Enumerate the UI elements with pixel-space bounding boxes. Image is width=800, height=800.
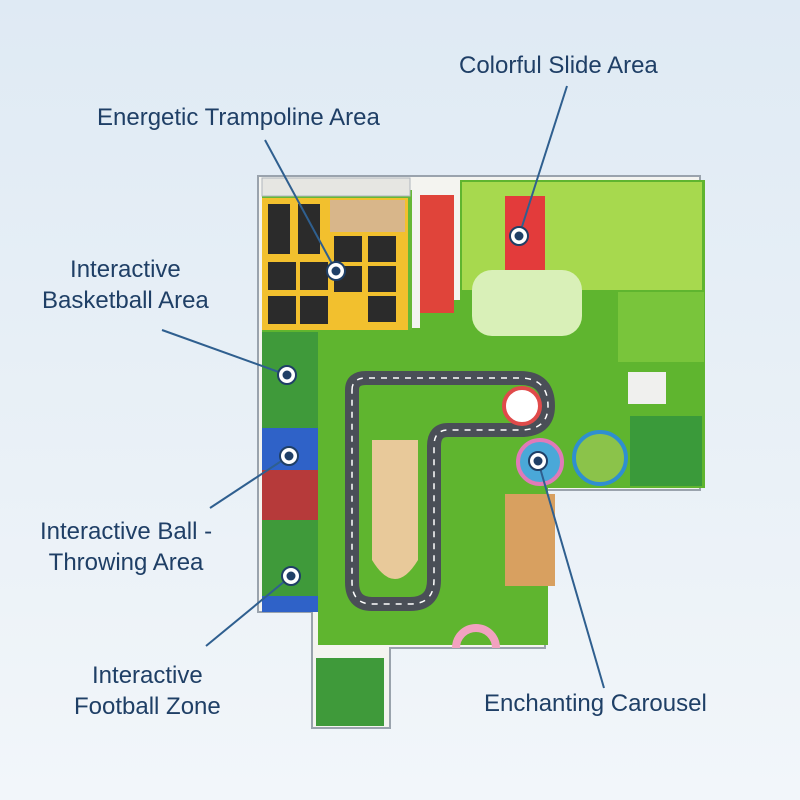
marker-icon [528, 451, 548, 471]
play-tower [618, 292, 704, 362]
marker-icon [281, 566, 301, 586]
leader-trampoline [264, 139, 337, 272]
ball-throw-red [262, 470, 318, 520]
leader-ball-throw [209, 455, 290, 509]
track-roundabout [502, 386, 542, 426]
ball-pool [472, 270, 582, 336]
track-lines [351, 377, 549, 605]
label-enchanting-carousel: Enchanting Carousel [484, 690, 707, 717]
label-ball-throwing-line-2: Throwing Area [48, 549, 204, 576]
label-ball-throwing-line-1: Interactive Ball - [40, 518, 213, 545]
markers [277, 226, 548, 586]
dodgeball-pit [330, 200, 405, 232]
label-basketball-line-1: Interactive [70, 256, 181, 283]
rainbow-arch [452, 624, 500, 649]
sand-boat [372, 440, 418, 579]
label-football-line-2: Football Zone [74, 693, 221, 720]
marker-icon [509, 226, 529, 246]
white-box [628, 372, 666, 404]
football-goal [262, 596, 318, 612]
label-basketball-area: Interactive Basketball Area [42, 254, 209, 316]
toddler-area [505, 494, 555, 586]
trampoline-beds [268, 204, 396, 324]
leader-slide [518, 85, 568, 237]
label-basketball-line-2: Basketball Area [42, 287, 209, 314]
leader-basketball [161, 329, 288, 376]
spinner [572, 430, 628, 486]
leader-lines [161, 85, 605, 689]
marker-icon [326, 261, 346, 281]
label-football-line-1: Interactive [92, 662, 203, 689]
marker-icon [279, 446, 299, 466]
leader-football [205, 575, 292, 647]
label-colorful-slide-area: Colorful Slide Area [459, 52, 658, 79]
label-trampoline-area: Energetic Trampoline Area [97, 104, 380, 131]
entrance-strip [261, 177, 411, 197]
marker-icon [277, 365, 297, 385]
red-slide [420, 195, 454, 313]
leader-carousel [537, 460, 605, 689]
label-football-zone: Interactive Football Zone [74, 660, 221, 722]
label-ball-throwing-area: Interactive Ball - Throwing Area [40, 516, 212, 578]
entrance-lawn [316, 658, 384, 726]
small-play-tower [630, 416, 702, 486]
